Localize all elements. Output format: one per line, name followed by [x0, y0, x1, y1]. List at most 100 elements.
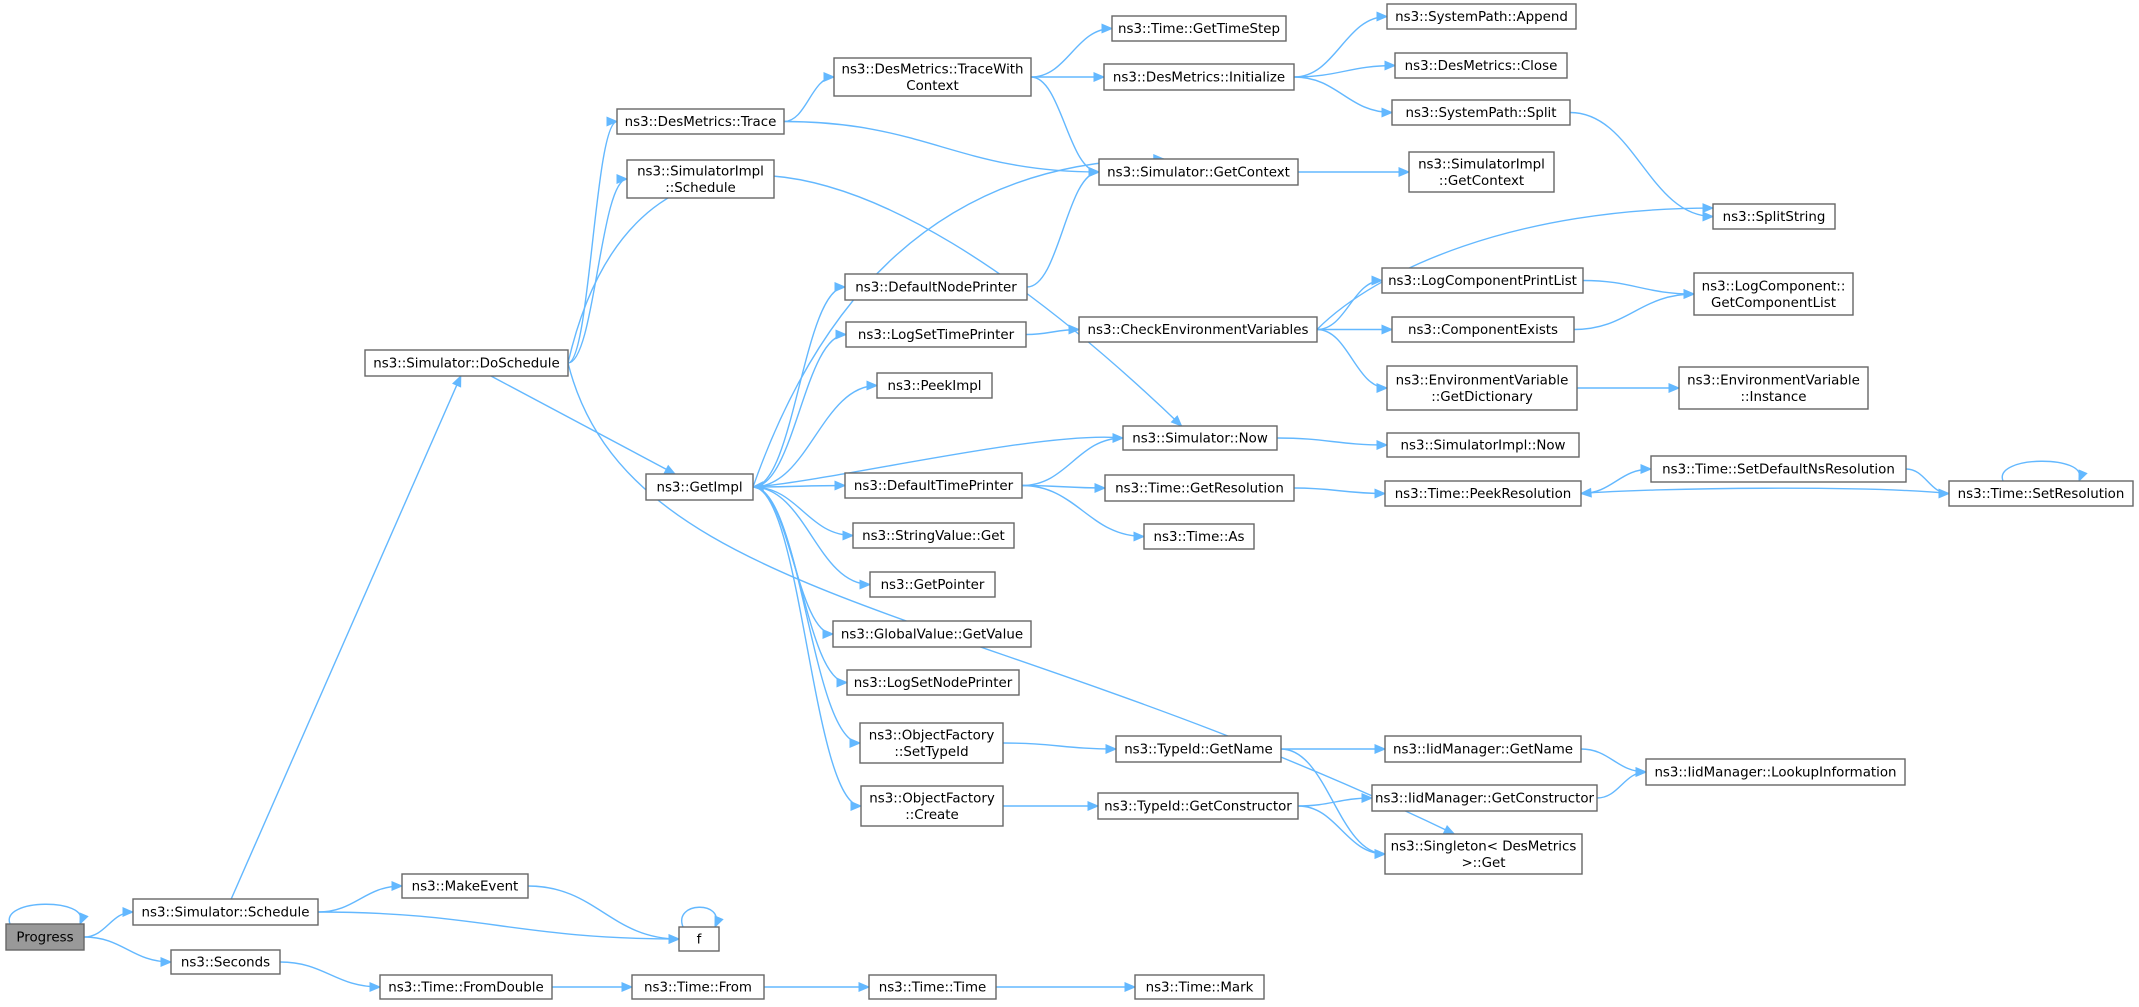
node-typeid_getname[interactable]: ns3::TypeId::GetName [1115, 735, 1282, 763]
node-label: ns3::SimulatorImpl [637, 164, 764, 179]
node-logsetnodeprinter[interactable]: ns3::LogSetNodePrinter [846, 669, 1020, 696]
node-time_as[interactable]: ns3::Time::As [1143, 523, 1255, 550]
edge-line [279, 961, 381, 988]
edge-line [1293, 64, 1396, 78]
node-getimpl[interactable]: ns3::GetImpl [645, 473, 754, 501]
node-componentexists[interactable]: ns3::ComponentExists [1391, 316, 1575, 343]
node-label: ns3::Seconds [181, 956, 270, 971]
edge-iid_getctor-to-iid_lookup [1596, 767, 1648, 799]
node-box [1650, 455, 1907, 483]
edge-line [1021, 484, 1145, 538]
edge-arrowhead [834, 282, 847, 292]
node-doschedule[interactable]: ns3::Simulator::DoSchedule [364, 349, 569, 377]
node-typeid_getctor[interactable]: ns3::TypeId::GetConstructor [1097, 792, 1299, 820]
edge-line [752, 486, 871, 586]
node-iid_lookup[interactable]: ns3::IidManager::LookupInformation [1645, 758, 1906, 786]
node-globalvalue_getvalue[interactable]: ns3::GlobalValue::GetValue [832, 620, 1032, 648]
node-logcomponentprintlist[interactable]: ns3::LogComponentPrintList [1381, 267, 1584, 294]
node-sim_now[interactable]: ns3::Simulator::Now [1122, 425, 1278, 451]
node-label: ::SetTypeId [894, 745, 968, 760]
node-singleton_get[interactable]: ns3::Singleton< DesMetrics>::Get [1384, 833, 1583, 875]
node-defaultnodeprinter[interactable]: ns3::DefaultNodePrinter [844, 273, 1028, 301]
node-box [1678, 366, 1869, 410]
node-defaulttimeprinter[interactable]: ns3::DefaultTimePrinter [844, 472, 1023, 499]
node-label: ns3::Simulator::GetContext [1107, 166, 1290, 181]
node-sim_getcontext[interactable]: ns3::Simulator::GetContext [1098, 158, 1299, 186]
node-label: ns3::EnvironmentVariable [1687, 373, 1860, 388]
node-splitstring[interactable]: ns3::SplitString [1712, 203, 1836, 230]
node-envvar_instance[interactable]: ns3::EnvironmentVariable::Instance [1678, 366, 1869, 410]
edge-arrowhead [842, 530, 855, 541]
node-desmetrics_trace[interactable]: ns3::DesMetrics::Trace [616, 108, 785, 135]
node-sim_schedule[interactable]: ns3::Simulator::Schedule [132, 898, 319, 926]
edge-seconds-to-fromdouble [279, 961, 382, 992]
edge-arrowhead [1087, 801, 1100, 811]
node-makeevent[interactable]: ns3::MakeEvent [401, 873, 529, 899]
edge-line [230, 375, 462, 900]
node-box [832, 620, 1032, 648]
edge-setresolution-to-setresolution [2001, 460, 2088, 483]
node-simimpl_getcontext[interactable]: ns3::SimulatorImpl::GetContext [1408, 151, 1555, 193]
edge-defaulttimeprinter-to-sim_now [1021, 433, 1125, 487]
edge-defaulttimeprinter-to-time_as [1021, 484, 1146, 542]
node-simimpl_now[interactable]: ns3::SimulatorImpl::Now [1386, 432, 1580, 458]
node-label: ns3::Time::Time [879, 981, 987, 996]
node-of_create[interactable]: ns3::ObjectFactory::Create [860, 785, 1004, 827]
node-of_settypeid[interactable]: ns3::ObjectFactory::SetTypeId [859, 722, 1004, 764]
node-box [869, 571, 996, 598]
node-label: ::Schedule [665, 181, 736, 196]
node-sp_append[interactable]: ns3::SystemPath::Append [1386, 3, 1577, 30]
node-stringvalue_get[interactable]: ns3::StringValue::Get [852, 522, 1015, 549]
node-timemark[interactable]: ns3::Time::Mark [1134, 974, 1265, 1000]
node-label: ns3::DesMetrics::Close [1405, 59, 1558, 74]
edge-line [1316, 328, 1388, 389]
edge-arrowhead [1374, 744, 1387, 754]
node-box [645, 473, 754, 501]
node-timefrom[interactable]: ns3::Time::From [631, 974, 765, 1000]
node-box [1948, 480, 2134, 507]
node-getpointer[interactable]: ns3::GetPointer [869, 571, 996, 598]
edge-checkenv-to-logcomponentprintlist [1316, 275, 1384, 331]
edge-arrowhead [1702, 211, 1715, 222]
node-seconds[interactable]: ns3::Seconds [170, 949, 281, 975]
node-label: ns3::DefaultNodePrinter [855, 281, 1017, 296]
node-envvar_getdict[interactable]: ns3::EnvironmentVariable::GetDictionary [1386, 365, 1578, 411]
node-box [1394, 52, 1568, 79]
node-dm_close[interactable]: ns3::DesMetrics::Close [1394, 52, 1568, 79]
node-logcomponent_getlist[interactable]: ns3::LogComponent::GetComponentList [1693, 272, 1854, 316]
node-setresolution[interactable]: ns3::Time::SetResolution [1948, 480, 2134, 507]
node-getresolution[interactable]: ns3::Time::GetResolution [1104, 474, 1295, 502]
node-logsettimeprinter[interactable]: ns3::LogSetTimePrinter [845, 321, 1027, 348]
node-fromdouble[interactable]: ns3::Time::FromDouble [379, 974, 553, 1000]
node-box [1115, 735, 1282, 763]
edge-sim_now-to-getimpl [751, 436, 1124, 492]
node-label: ns3::Time::SetResolution [1958, 487, 2125, 502]
edge-arrowhead [1170, 415, 1183, 427]
node-f[interactable]: f [678, 926, 720, 952]
edge-line [1582, 279, 1695, 295]
edge-line [567, 178, 628, 364]
node-dm_initialize[interactable]: ns3::DesMetrics::Initialize [1103, 63, 1295, 91]
node-checkenv[interactable]: ns3::CheckEnvironmentVariables [1078, 316, 1318, 343]
node-timetime[interactable]: ns3::Time::Time [868, 974, 997, 1000]
edge-line [1026, 171, 1100, 288]
edge-defaultnodeprinter-to-sim_getcontext [1026, 167, 1101, 288]
node-iid_getctor[interactable]: ns3::IidManager::GetConstructor [1371, 784, 1598, 812]
node-box [678, 926, 720, 952]
edge-checkenv-to-splitstring [1316, 203, 1715, 330]
node-peekresolution[interactable]: ns3::Time::PeekResolution [1384, 480, 1582, 507]
node-gettimestep[interactable]: ns3::Time::GetTimeStep [1111, 15, 1287, 42]
node-simimpl_schedule[interactable]: ns3::SimulatorImpl::Schedule [626, 159, 775, 199]
node-progress[interactable]: Progress [5, 923, 85, 951]
edge-line [1002, 742, 1117, 750]
node-box [1391, 99, 1571, 126]
node-setdefaultnsres[interactable]: ns3::Time::SetDefaultNsResolution [1650, 455, 1907, 483]
node-peekimpl[interactable]: ns3::PeekImpl [876, 372, 993, 399]
node-label: ::GetContext [1439, 174, 1524, 189]
node-label: ::GetDictionary [1431, 390, 1533, 405]
node-label: ns3::Time::PeekResolution [1395, 487, 1572, 502]
node-iid_getname[interactable]: ns3::IidManager::GetName [1384, 735, 1582, 763]
node-sp_split[interactable]: ns3::SystemPath::Split [1391, 99, 1571, 126]
node-box [860, 785, 1004, 827]
